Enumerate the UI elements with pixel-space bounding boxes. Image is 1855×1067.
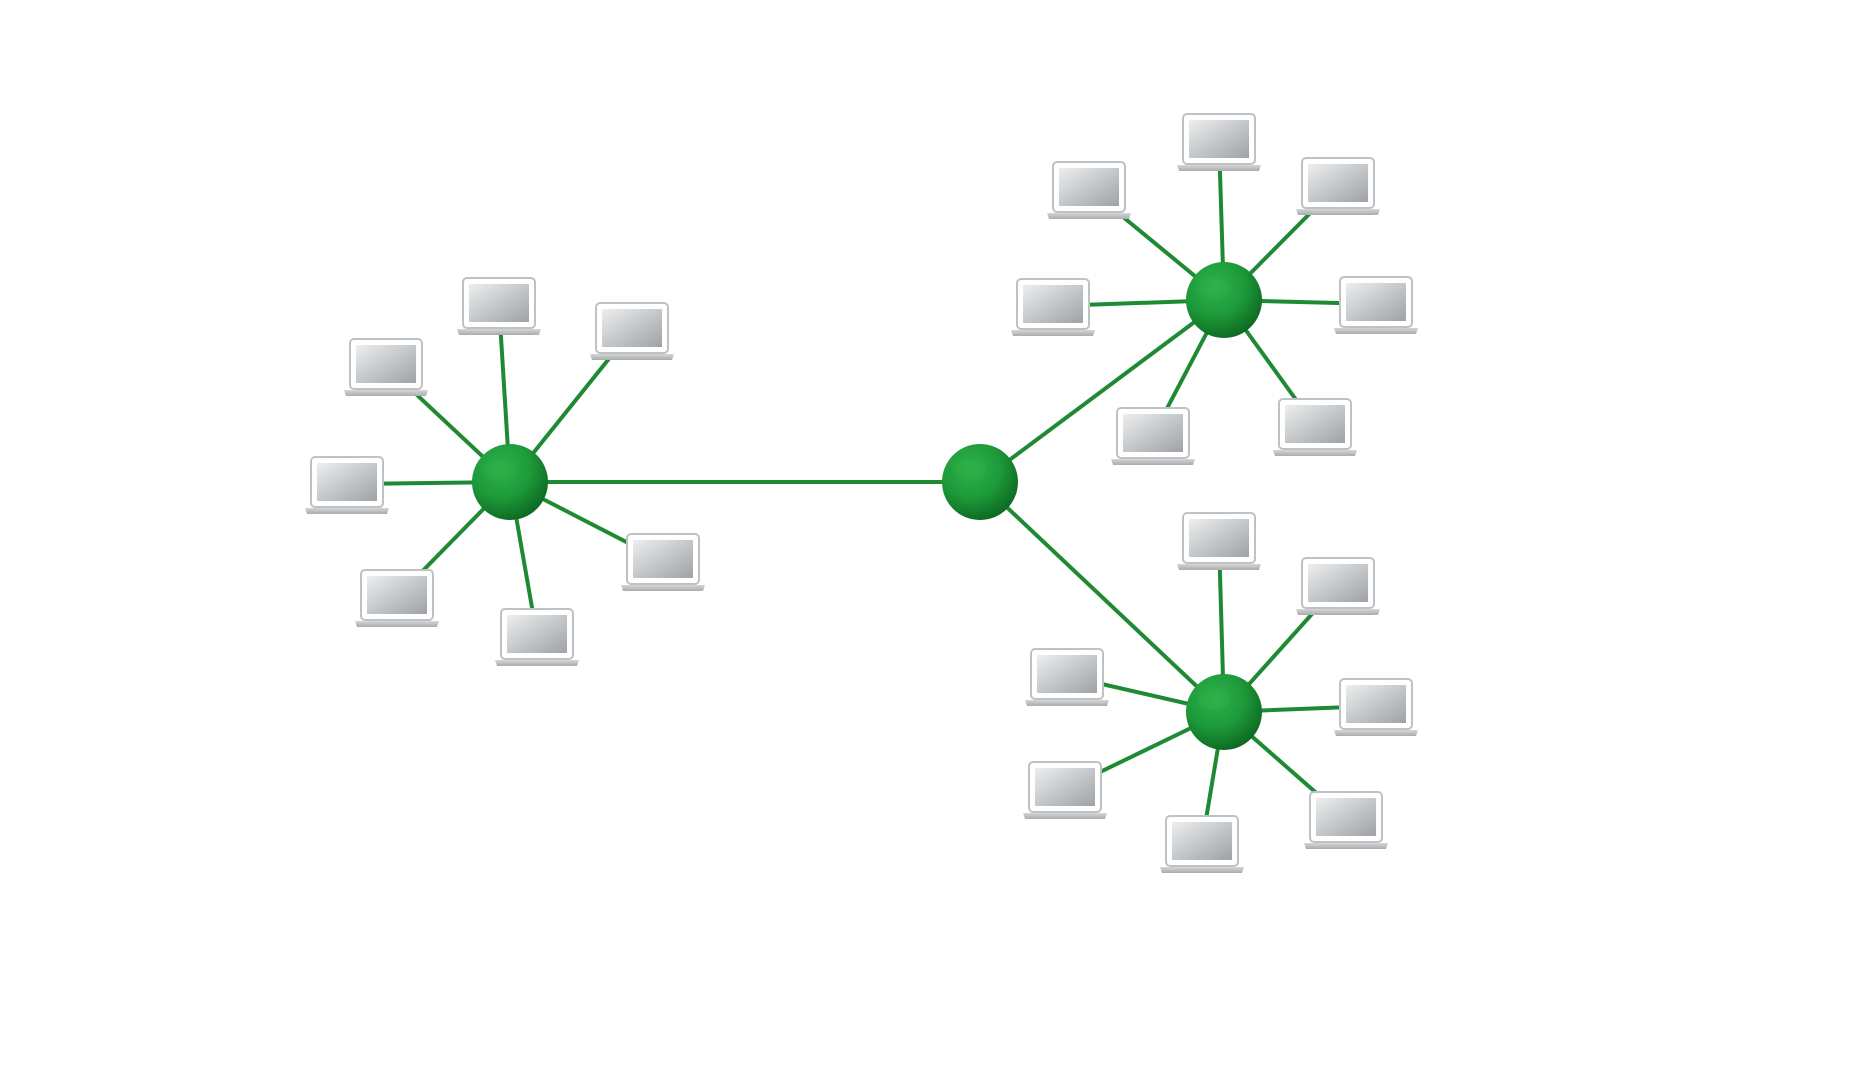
bottom-right-star-laptop-4-laptop-icon [1334,678,1418,736]
bottom-right-star-laptop-3-laptop-icon [1025,648,1109,706]
bottom-right-star-laptop-7-laptop-icon [1160,815,1244,873]
left-star-hub-node-icon [472,444,548,520]
left-star-laptop-4-laptop-icon [305,456,389,514]
top-right-star-laptop-5-laptop-icon [1334,276,1418,334]
bottom-right-star-laptop-6-laptop-icon [1304,791,1388,849]
backbone-link-top-right-star [978,298,1226,484]
left-star-laptop-2-laptop-icon [457,277,541,335]
backbone-link-bottom-right-star [978,480,1226,714]
left-star-laptop-7-laptop-icon [495,608,579,666]
top-right-star-hub-node-icon [1186,262,1262,338]
left-star-laptop-3-laptop-icon [590,302,674,360]
top-right-star-laptop-2-laptop-icon [1177,113,1261,171]
left-star-laptop-6-laptop-icon [355,569,439,627]
center-hub-hub-node-icon [942,444,1018,520]
left-star-laptop-5-laptop-icon [621,533,705,591]
hubs-layer [472,262,1262,750]
left-star-laptop-1-laptop-icon [344,338,428,396]
bottom-right-star-laptop-5-laptop-icon [1023,761,1107,819]
top-right-star-laptop-1-laptop-icon [1047,161,1131,219]
top-right-star-laptop-7-laptop-icon [1273,398,1357,456]
bottom-right-star-hub-node-icon [1186,674,1262,750]
bottom-right-star-laptop-2-laptop-icon [1296,557,1380,615]
top-right-star-laptop-4-laptop-icon [1011,278,1095,336]
laptops-layer [305,113,1418,873]
top-right-star-laptop-3-laptop-icon [1296,157,1380,215]
bottom-right-star-laptop-1-laptop-icon [1177,512,1261,570]
top-right-star-laptop-6-laptop-icon [1111,407,1195,465]
